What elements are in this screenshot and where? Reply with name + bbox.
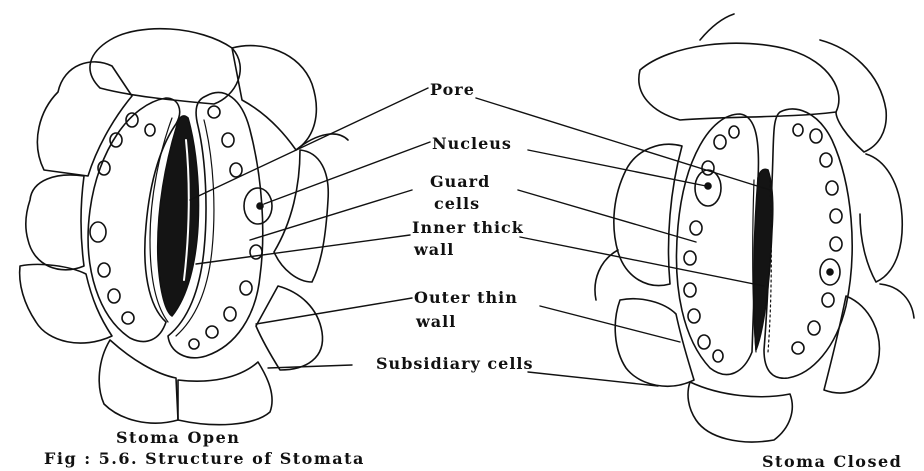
label-outer-wall-1: Outer thin	[414, 288, 518, 307]
label-pore: Pore	[430, 80, 475, 99]
label-nucleus: Nucleus	[432, 134, 512, 153]
label-guard-cells-1: Guard	[430, 172, 490, 191]
label-subsidiary-cells: Subsidiary cells	[376, 354, 533, 373]
label-outer-wall-2: wall	[416, 312, 456, 331]
label-guard-cells-2: cells	[434, 194, 480, 213]
caption-stoma-closed: Stoma Closed	[762, 452, 902, 471]
closed-guard-cells	[676, 109, 852, 378]
label-inner-wall-1: Inner thick	[412, 218, 524, 237]
figure-caption: Fig : 5.6. Structure of Stomata	[44, 449, 365, 468]
caption-stoma-open: Stoma Open	[116, 428, 240, 447]
label-inner-wall-2: wall	[414, 240, 454, 259]
open-guard-cells	[88, 93, 272, 358]
